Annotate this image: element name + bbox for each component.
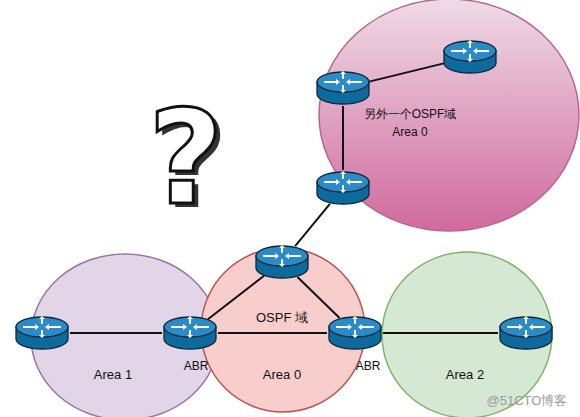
router-icon	[498, 315, 554, 351]
router-node	[442, 39, 498, 75]
network-link	[297, 277, 339, 318]
area-circle: Area 2	[381, 251, 553, 417]
network-link	[208, 276, 264, 319]
area-circle: OSPF 域Area 0ABRABR	[200, 247, 366, 413]
router-node: ABR	[162, 315, 218, 351]
router-icon	[315, 170, 371, 206]
router-icon	[162, 315, 218, 351]
area-label: Area 0	[392, 126, 427, 139]
router-node	[315, 70, 371, 106]
network-link	[343, 106, 344, 170]
router-node	[315, 170, 371, 206]
network-link	[218, 333, 327, 334]
router-node	[254, 244, 310, 280]
router-icon	[254, 244, 310, 280]
network-link	[295, 204, 330, 246]
network-link	[383, 333, 498, 334]
area-label: Area 1	[94, 368, 132, 382]
area-circle: 另外一个OSPF域 Area 0	[318, 0, 580, 232]
watermark: @51CTO博客	[487, 394, 568, 408]
area-label: Area 2	[446, 368, 484, 382]
network-link	[70, 333, 162, 334]
router-label: ABR	[184, 360, 209, 373]
router-node: ABR	[327, 315, 383, 351]
router-node	[14, 315, 70, 351]
area-label: 另外一个OSPF域	[364, 108, 457, 121]
area-label: Area 0	[263, 368, 301, 382]
question-mark: ?	[148, 87, 223, 230]
router-node	[498, 315, 554, 351]
router-icon	[327, 315, 383, 351]
router-icon	[442, 39, 498, 75]
router-icon	[14, 315, 70, 351]
router-icon	[315, 70, 371, 106]
network-link	[369, 63, 444, 81]
area-label: OSPF 域	[256, 311, 308, 325]
router-label: ABR	[356, 360, 381, 373]
